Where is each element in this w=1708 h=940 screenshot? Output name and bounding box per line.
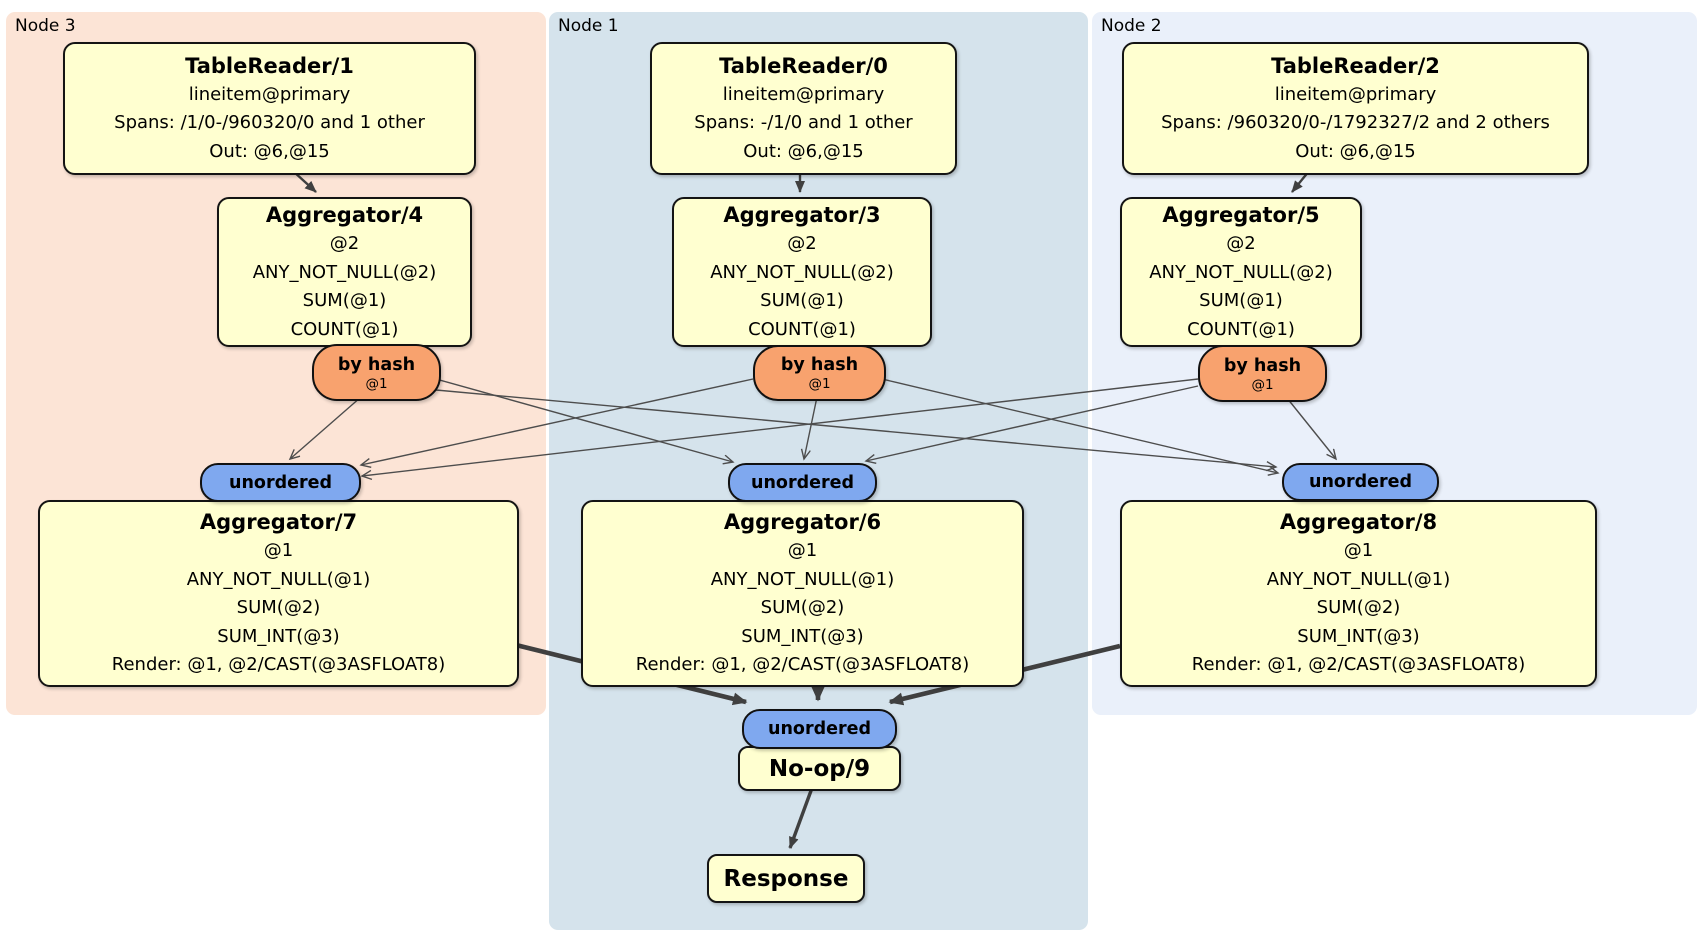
processor-box-tablereader-0: TableReader/0 lineitem@primary Spans: -/…	[650, 42, 957, 175]
processor-line: Render: @1, @2/CAST(@3ASFLOAT8)	[1191, 654, 1526, 676]
processor-line: COUNT(@1)	[290, 318, 399, 340]
processor-line: @2	[1226, 233, 1256, 254]
processor-box-aggregator-4: Aggregator/4 @2 ANY_NOT_NULL(@2) SUM(@1)…	[217, 197, 472, 347]
processor-line: ANY_NOT_NULL(@1)	[1266, 568, 1451, 590]
processor-line: SUM(@2)	[760, 597, 845, 619]
processor-line: Spans: /1/0-/960320/0 and 1 other	[114, 112, 425, 134]
sync-label: unordered	[751, 472, 854, 493]
processor-title: TableReader/0	[719, 53, 888, 78]
processor-line: @2	[787, 233, 817, 254]
processor-line: SUM(@2)	[1316, 597, 1401, 619]
sync-unordered-node3: unordered	[200, 463, 361, 502]
processor-title: TableReader/1	[185, 53, 354, 78]
processor-title: Aggregator/3	[723, 203, 881, 227]
processor-line: COUNT(@1)	[1187, 318, 1295, 340]
processor-line: ANY_NOT_NULL(@2)	[1149, 261, 1333, 283]
processor-line: SUM_INT(@3)	[1297, 625, 1420, 647]
panel-node1-label: Node 1	[558, 16, 619, 36]
processor-line: Out: @6,@15	[743, 140, 864, 162]
processor-line: @2	[329, 233, 360, 254]
processor-line: Out: @6,@15	[209, 140, 330, 162]
processor-box-aggregator-3: Aggregator/3 @2 ANY_NOT_NULL(@2) SUM(@1)…	[672, 197, 932, 347]
router-label: by hash	[337, 354, 416, 375]
processor-line: lineitem@primary	[1274, 83, 1437, 105]
processor-line: SUM(@1)	[760, 290, 844, 311]
processor-box-aggregator-8: Aggregator/8 @1 ANY_NOT_NULL(@1) SUM(@2)…	[1120, 500, 1597, 687]
sync-label: unordered	[768, 719, 871, 739]
processor-line: SUM_INT(@3)	[741, 625, 864, 647]
processor-title: Aggregator/7	[199, 510, 358, 535]
processor-title: Aggregator/6	[723, 510, 882, 535]
router-label: by hash	[780, 355, 859, 375]
processor-line: ANY_NOT_NULL(@2)	[710, 261, 894, 283]
router-by-hash-node3: by hash @1	[312, 344, 441, 401]
processor-line: ANY_NOT_NULL(@1)	[186, 568, 371, 590]
processor-line: lineitem@primary	[188, 83, 351, 105]
router-detail: @1	[365, 375, 388, 392]
panel-node2-label: Node 2	[1101, 16, 1162, 36]
sync-unordered-node2: unordered	[1282, 463, 1439, 501]
processor-box-aggregator-7: Aggregator/7 @1 ANY_NOT_NULL(@1) SUM(@2)…	[38, 500, 519, 687]
processor-line: lineitem@primary	[722, 83, 885, 105]
sync-label: unordered	[1309, 472, 1412, 492]
processor-title: No-op/9	[768, 755, 871, 782]
processor-line: Out: @6,@15	[1295, 140, 1416, 162]
processor-line: ANY_NOT_NULL(@1)	[710, 568, 895, 590]
sync-unordered-final: unordered	[742, 709, 897, 749]
processor-line: Spans: /960320/0-/1792327/2 and 2 others	[1161, 112, 1550, 134]
router-detail: @1	[1251, 376, 1274, 393]
sync-unordered-node1: unordered	[728, 463, 877, 502]
processor-title: TableReader/2	[1271, 53, 1440, 78]
processor-line: Spans: -/1/0 and 1 other	[694, 112, 913, 134]
processor-line: SUM_INT(@3)	[217, 625, 340, 647]
router-detail: @1	[808, 376, 831, 392]
processor-line: ANY_NOT_NULL(@2)	[252, 261, 437, 283]
processor-line: Render: @1, @2/CAST(@3ASFLOAT8)	[111, 654, 446, 676]
processor-line: @1	[1343, 540, 1374, 562]
processor-line: COUNT(@1)	[748, 318, 856, 340]
response-box: Response	[707, 854, 865, 903]
router-label: by hash	[1223, 355, 1302, 376]
processor-title: Response	[723, 865, 849, 892]
processor-box-tablereader-1: TableReader/1 lineitem@primary Spans: /1…	[63, 42, 476, 175]
processor-box-aggregator-5: Aggregator/5 @2 ANY_NOT_NULL(@2) SUM(@1)…	[1120, 197, 1362, 347]
router-by-hash-node1: by hash @1	[753, 345, 886, 401]
processor-title: Aggregator/4	[265, 203, 424, 227]
panel-node3-label: Node 3	[15, 16, 76, 36]
processor-box-noop-9: No-op/9	[738, 746, 901, 791]
router-by-hash-node2: by hash @1	[1198, 345, 1327, 402]
processor-line: Render: @1, @2/CAST(@3ASFLOAT8)	[635, 654, 970, 676]
sync-label: unordered	[229, 472, 332, 493]
processor-line: SUM(@1)	[302, 290, 387, 311]
processor-box-aggregator-6: Aggregator/6 @1 ANY_NOT_NULL(@1) SUM(@2)…	[581, 500, 1024, 687]
processor-title: Aggregator/5	[1162, 203, 1320, 227]
processor-line: @1	[787, 540, 818, 562]
processor-line: SUM(@2)	[236, 597, 321, 619]
processor-line: SUM(@1)	[1199, 290, 1283, 311]
processor-title: Aggregator/8	[1279, 510, 1438, 535]
processor-line: @1	[263, 540, 294, 562]
processor-box-tablereader-2: TableReader/2 lineitem@primary Spans: /9…	[1122, 42, 1589, 175]
